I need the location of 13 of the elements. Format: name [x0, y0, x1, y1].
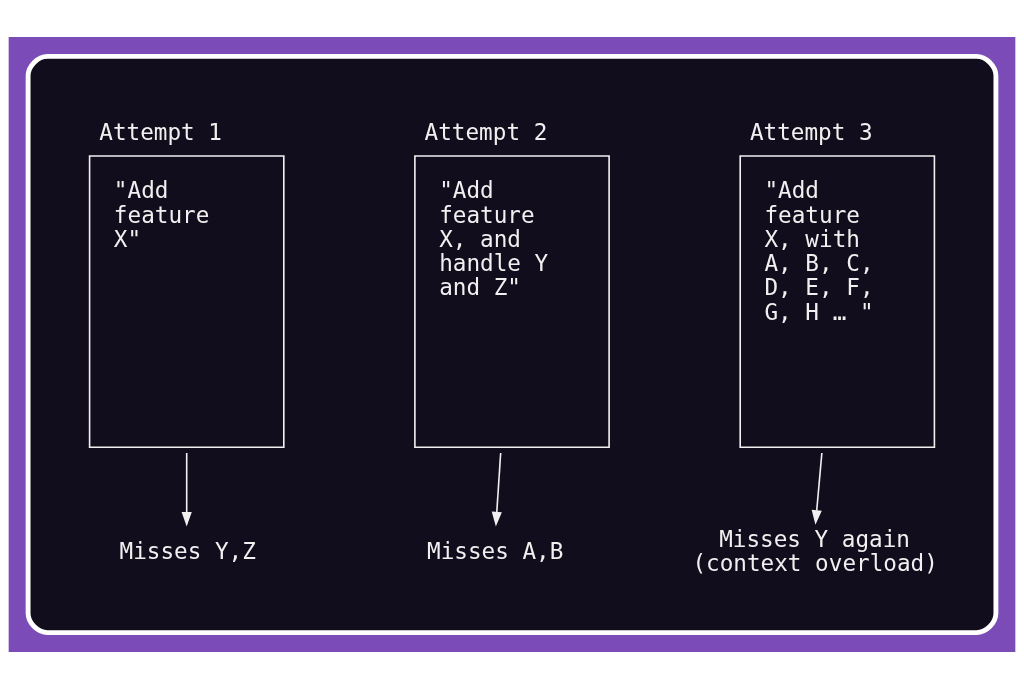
arrow [811, 451, 823, 525]
arrow [181, 451, 192, 526]
node-label: Attempt 2 [424, 118, 548, 145]
node-box: "Add feature X, and handle Y and Z" [414, 154, 610, 448]
node-box: "Add feature X" [88, 154, 285, 448]
cluster [25, 53, 999, 635]
node-text: Misses Y,Z [119, 537, 256, 564]
arrow [491, 451, 502, 526]
node-text: Misses Y again (context overload) [692, 525, 938, 576]
node-label: Attempt 1 [99, 118, 222, 145]
node-label: Attempt 3 [749, 118, 873, 145]
node-box: "Add feature X, with A, B, C, D, E, F, G, H … " [739, 154, 936, 448]
node-text: Misses A,B [427, 537, 564, 564]
